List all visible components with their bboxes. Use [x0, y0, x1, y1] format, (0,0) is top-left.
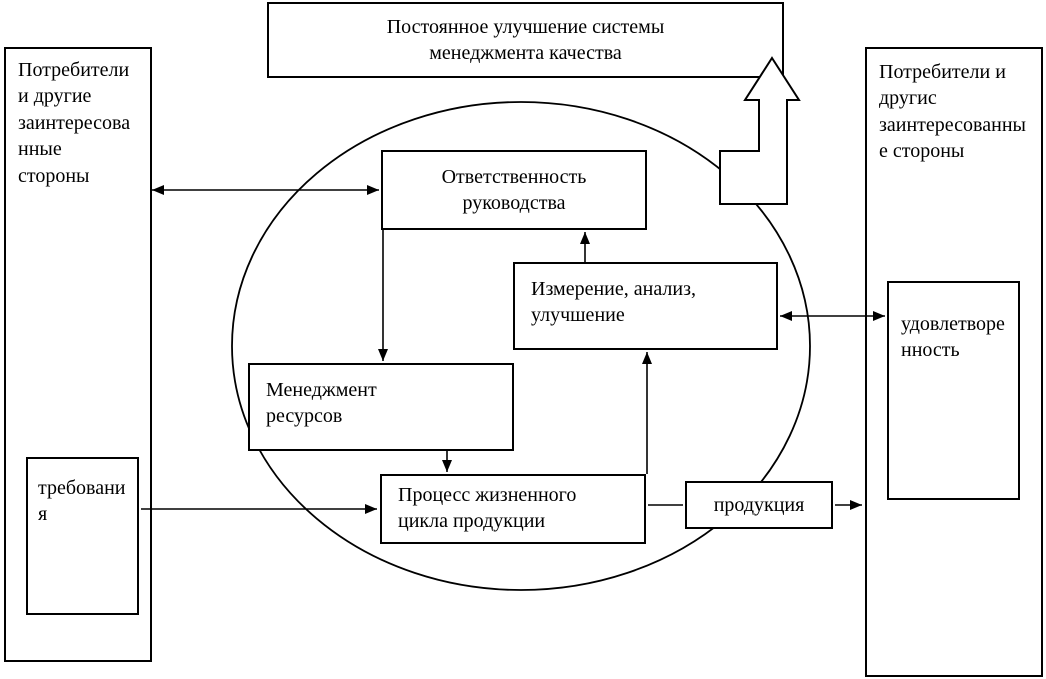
resource-management-box: Менеджмент ресурсов — [248, 363, 514, 451]
measurement-analysis-improvement-box: Измерение, анализ, улучшение — [513, 262, 778, 350]
satisfaction-box: удовлетворенность — [887, 281, 1020, 500]
continuous-improvement-box: Постоянное улучшение системы менеджмента… — [267, 2, 784, 78]
production-box: продукция — [685, 481, 833, 529]
management-responsibility-box: Ответственность руководства — [381, 150, 647, 230]
process-ellipse — [231, 101, 811, 591]
product-lifecycle-process-box: Процесс жизненного цикла продукции — [380, 474, 646, 544]
requirements-box: требования — [26, 457, 139, 615]
